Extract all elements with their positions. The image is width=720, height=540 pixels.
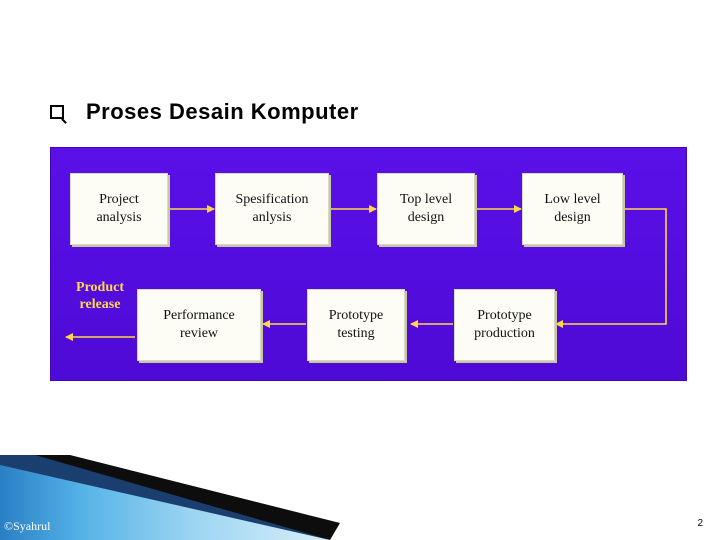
slide-title: Proses Desain Komputer (86, 99, 359, 124)
checkbox-bullet-icon (50, 105, 64, 119)
node-performance-review: Performance review (137, 289, 261, 361)
node-project-analysis: Project analysis (70, 173, 168, 245)
node-top-level-design: Top level design (377, 173, 475, 245)
node-label: Project analysis (96, 192, 142, 225)
node-label: Prototype testing (328, 308, 384, 341)
node-label: Performance review (163, 308, 235, 341)
node-low-level-design: Low level design (522, 173, 623, 245)
page-number: 2 (697, 518, 703, 529)
node-product-release: Product release (76, 280, 124, 312)
arrow-low-level-to-prototype-production (555, 208, 667, 328)
node-prototype-production: Prototype production (454, 289, 555, 361)
footer-blue-wedge (0, 465, 330, 540)
slide-title-row: Proses Desain Komputer (50, 98, 359, 126)
node-label: Top level design (399, 192, 453, 225)
copyright-text: ©Syahrul (4, 519, 51, 533)
node-specification-analysis: Spesification anlysis (215, 173, 329, 245)
footer-black-swoosh (35, 455, 340, 540)
node-label: Spesification anlysis (235, 192, 309, 225)
node-label: Low level design (544, 192, 601, 225)
node-prototype-testing: Prototype testing (307, 289, 405, 361)
footer-decoration (0, 455, 340, 540)
node-label: Prototype production (474, 308, 535, 341)
